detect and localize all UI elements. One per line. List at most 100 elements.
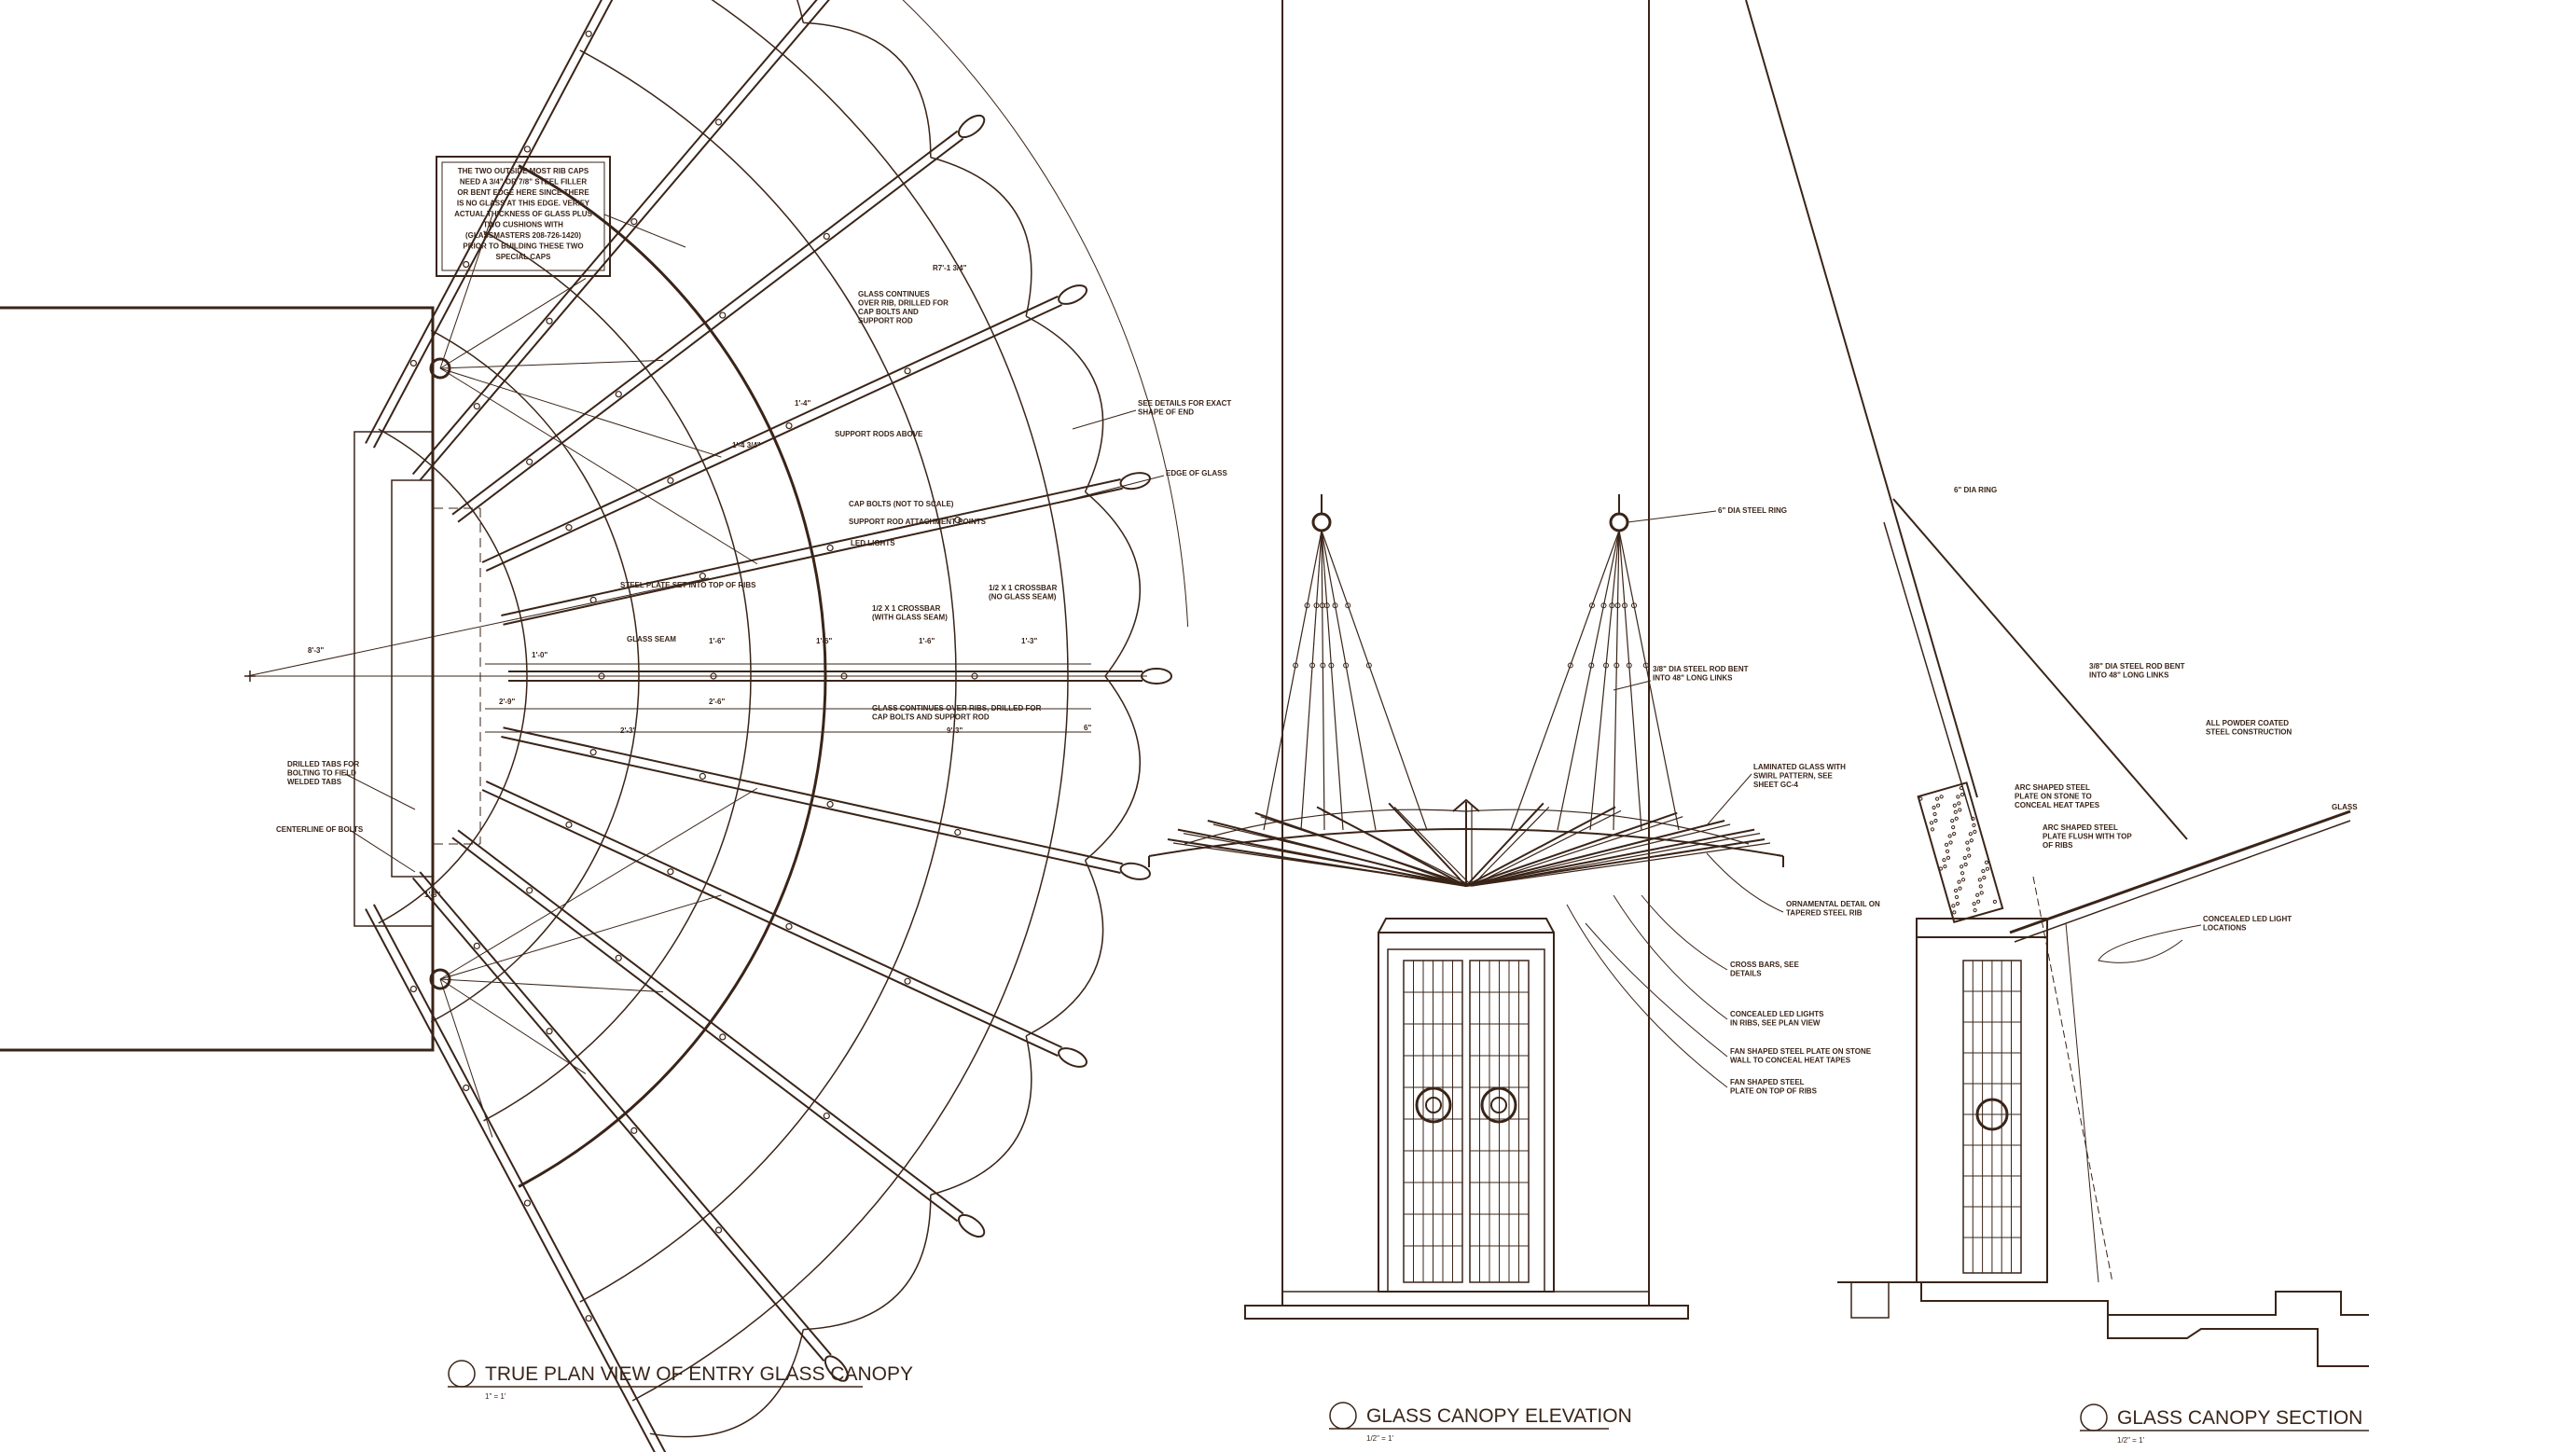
building-wall bbox=[0, 306, 435, 1052]
label-steel-ring: 6" DIA STEEL RING bbox=[1718, 506, 1787, 515]
cap-bolt bbox=[546, 317, 553, 325]
support-rod bbox=[439, 978, 587, 1074]
rib-end-cap bbox=[1119, 862, 1151, 880]
rib-end-cap bbox=[824, 1355, 849, 1382]
cap-bolt bbox=[954, 516, 962, 524]
support-rod bbox=[439, 359, 664, 369]
rib-end-cap bbox=[1058, 1047, 1087, 1068]
elevation-title: GLASS CANOPY ELEVATION bbox=[1366, 1405, 1632, 1427]
cap-bolt bbox=[585, 30, 592, 37]
cap-bolt bbox=[904, 367, 911, 375]
plan-title: TRUE PLAN VIEW OF ENTRY GLASS CANOPY bbox=[485, 1363, 913, 1385]
door-medallion-left bbox=[1415, 1086, 1452, 1124]
cap-bolt bbox=[585, 1315, 592, 1322]
elevation-rib bbox=[1465, 820, 1725, 887]
dim-text: 8'-3" bbox=[308, 646, 324, 655]
cap-bolt bbox=[409, 985, 417, 993]
suspension-rod bbox=[1321, 530, 1325, 831]
cap-bolt bbox=[699, 772, 706, 780]
support-rod bbox=[439, 278, 587, 369]
dim-text: 2'-6" bbox=[709, 698, 725, 706]
cap-bolt bbox=[823, 232, 830, 241]
support-rod bbox=[439, 978, 664, 993]
cap-bolt bbox=[826, 800, 834, 809]
cap-bolt bbox=[589, 748, 597, 756]
elevation-rib bbox=[1465, 811, 1678, 887]
section-support-rod bbox=[1892, 498, 2188, 840]
elevation-suspension-rods bbox=[1263, 530, 1680, 831]
elevation-rib bbox=[1388, 802, 1467, 887]
wall-ring-bottom bbox=[429, 968, 451, 990]
cap-bolt bbox=[463, 1084, 470, 1092]
elevation-glass-edge bbox=[1184, 809, 1750, 845]
cap-bolt bbox=[826, 544, 834, 552]
cap-bolt bbox=[904, 977, 911, 985]
cap-bolt bbox=[473, 942, 480, 949]
plan-scale: 1" = 1' bbox=[485, 1392, 506, 1401]
glass-edge bbox=[930, 1035, 1032, 1196]
glass-edge bbox=[803, 21, 932, 158]
glass-edge bbox=[1085, 491, 1142, 677]
radius-dimension-arc bbox=[902, 0, 1189, 628]
rib-end-cap bbox=[957, 114, 986, 139]
glass-edge bbox=[930, 157, 1032, 317]
glass-edge bbox=[796, 0, 805, 23]
cap-bolt bbox=[523, 1199, 532, 1207]
label-crossbar-no-seam: 1/2 X 1 CROSSBAR(NO GLASS SEAM) bbox=[989, 584, 1058, 602]
glass-edge bbox=[649, 1329, 805, 1438]
label-steel-plate: STEEL PLATE SET INTO TOP OF RIBS bbox=[620, 581, 756, 589]
mounting-frame bbox=[353, 431, 434, 927]
label-centerline: CENTERLINE OF BOLTS bbox=[276, 825, 364, 834]
cap-bolt bbox=[719, 311, 727, 319]
glass-edge bbox=[1085, 675, 1142, 862]
elevation-base-step bbox=[1244, 1305, 1689, 1320]
section-title: GLASS CANOPY SECTION bbox=[2117, 1407, 2362, 1429]
elevation-rib bbox=[1465, 802, 1544, 887]
section-door-grille bbox=[1963, 961, 2021, 1273]
cap-bolt bbox=[526, 887, 533, 894]
cap-bolt bbox=[714, 118, 723, 126]
suspension-rod bbox=[1589, 530, 1620, 831]
elevation-glass-top bbox=[1148, 828, 1784, 857]
cap-bolt bbox=[565, 821, 573, 828]
dim-text: 1'-6" bbox=[816, 637, 832, 645]
suspension-rod bbox=[1557, 530, 1620, 831]
plan-title-bubble bbox=[448, 1360, 476, 1388]
cap-bolt bbox=[409, 359, 417, 367]
rib-end-cap bbox=[1119, 472, 1151, 491]
cap-bolt bbox=[630, 218, 638, 226]
suspension-rod bbox=[1618, 530, 1642, 831]
dim-text: 1'-6" bbox=[709, 637, 725, 645]
elevation-scale: 1/2" = 1' bbox=[1366, 1434, 1394, 1443]
cap-bolt bbox=[615, 391, 622, 398]
section-tension-rod bbox=[1745, 0, 1978, 798]
glass-edge bbox=[1025, 315, 1104, 492]
cap-bolt bbox=[667, 868, 674, 876]
elevation-rib bbox=[1465, 806, 1616, 887]
cap-bolt bbox=[523, 145, 532, 153]
elevation-crown bbox=[1452, 798, 1480, 812]
cap-bolt bbox=[630, 1127, 638, 1134]
label-section-ring: 6" DIA RING bbox=[1954, 486, 1997, 494]
suspension-rod bbox=[1321, 530, 1428, 831]
elevation-canopy bbox=[1148, 798, 1784, 887]
door-medallion-right bbox=[1480, 1086, 1517, 1124]
suspension-rod bbox=[1613, 530, 1620, 831]
cap-bolt bbox=[473, 403, 480, 410]
suspension-rod bbox=[1321, 530, 1344, 831]
suspension-rod bbox=[1618, 530, 1680, 831]
cap-bolt bbox=[719, 1033, 727, 1041]
glass-edge bbox=[803, 1195, 932, 1331]
